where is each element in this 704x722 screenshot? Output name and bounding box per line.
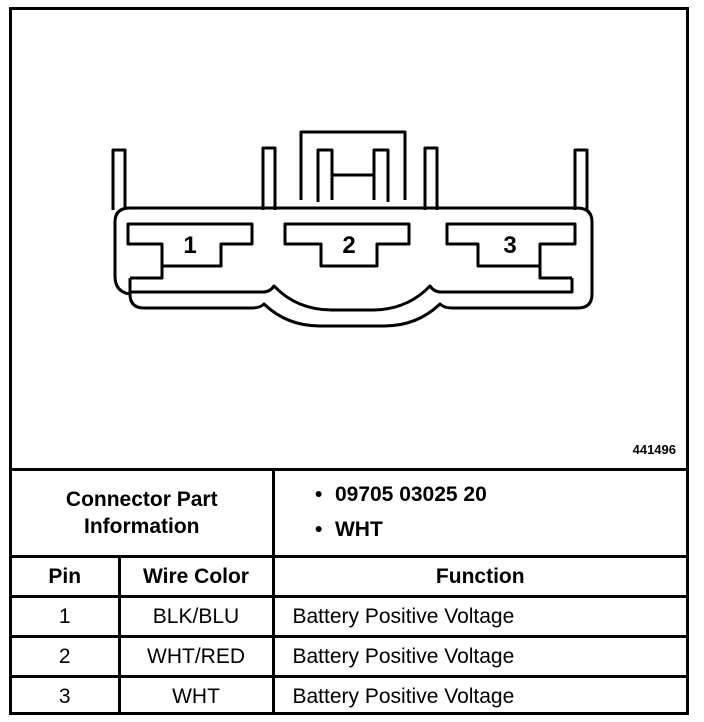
cavity-3: [445, 222, 577, 268]
part-info-item: ●WHT: [314, 518, 383, 541]
post-2: [261, 146, 277, 210]
locking-tab: [299, 130, 407, 200]
cell-wire-color: WHT/RED: [117, 635, 275, 678]
bullet-icon: ●: [314, 520, 323, 536]
connector-frame: 1 2 3 441496 Connector Part Information …: [9, 7, 689, 715]
pin-label-3: 3: [503, 232, 516, 259]
pin-label-1: 1: [183, 232, 196, 259]
cavity-1: [126, 222, 254, 268]
table-header-row: Pin Wire Color Function: [12, 555, 686, 598]
connector-housing: [113, 206, 594, 328]
part-info-label-line2: Information: [84, 515, 200, 538]
right-post: [573, 148, 589, 210]
connector-drawing: 1 2 3: [111, 130, 594, 328]
header-function: Function: [271, 555, 686, 598]
cell-pin: 3: [12, 675, 121, 715]
pin-table: Connector Part Information ●09705 03025 …: [12, 468, 686, 715]
table-row: 3 WHT Battery Positive Voltage: [12, 675, 686, 715]
cell-function: Battery Positive Voltage: [271, 675, 686, 715]
cell-wire-color: BLK/BLU: [117, 595, 275, 638]
figure-id: 441496: [632, 442, 676, 457]
header-wire-color: Wire Color: [117, 555, 275, 598]
part-info-row: Connector Part Information ●09705 03025 …: [12, 468, 686, 558]
post-3: [423, 146, 439, 210]
cavity-2: [283, 222, 411, 268]
part-info-item: ●09705 03025 20: [314, 483, 487, 506]
cell-function: Battery Positive Voltage: [271, 595, 686, 638]
cell-function: Battery Positive Voltage: [271, 635, 686, 678]
bullet-icon: ●: [314, 485, 323, 501]
pin-label-2: 2: [342, 232, 355, 259]
part-info-label: Connector Part Information: [12, 468, 275, 558]
part-info-label-line1: Connector Part: [65, 488, 218, 511]
cell-wire-color: WHT: [117, 675, 275, 715]
connector-diagram: 1 2 3 441496: [12, 10, 686, 465]
left-post: [111, 148, 127, 210]
part-info-values: ●09705 03025 20 ●WHT: [271, 468, 686, 558]
header-pin: Pin: [12, 555, 121, 598]
table-row: 1 BLK/BLU Battery Positive Voltage: [12, 595, 686, 638]
table-row: 2 WHT/RED Battery Positive Voltage: [12, 635, 686, 678]
cell-pin: 2: [12, 635, 121, 678]
cell-pin: 1: [12, 595, 121, 638]
